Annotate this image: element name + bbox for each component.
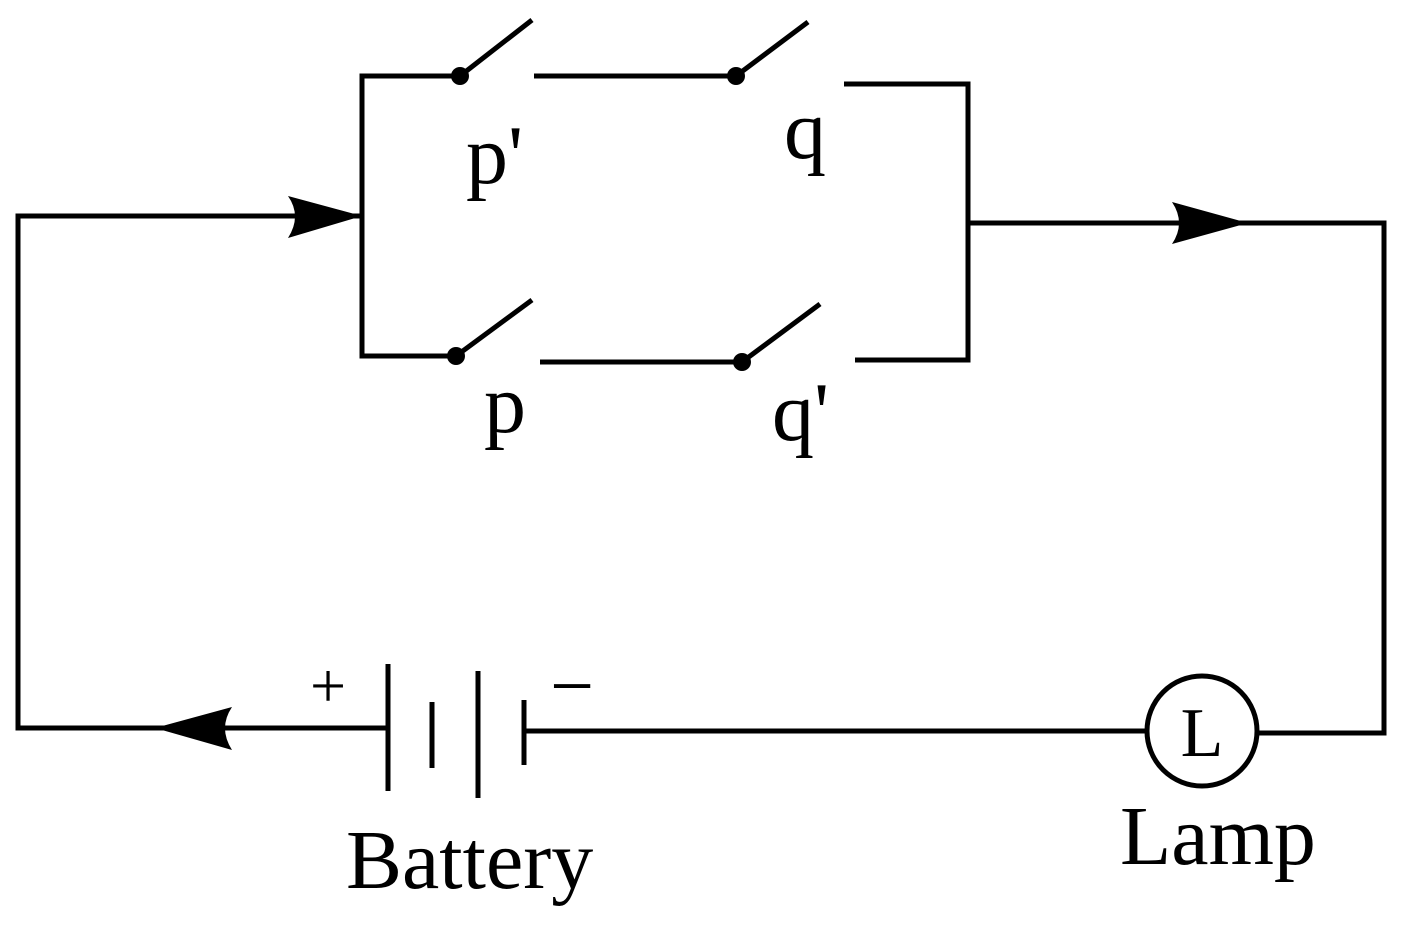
switch-q-prime-blade[interactable] (740, 301, 822, 365)
switch-pivot (451, 67, 469, 85)
label-p-prime: p' (466, 109, 523, 202)
battery-minus-sign: − (550, 642, 594, 729)
battery-label: Battery (346, 814, 593, 907)
lamp-label: Lamp (1120, 790, 1316, 883)
switch-q-blade[interactable] (734, 20, 810, 78)
switch-pivot (733, 353, 751, 371)
label-q: q (784, 84, 826, 177)
current-arrow-icon (155, 707, 232, 750)
label-p: p (484, 358, 526, 451)
battery-plus-sign: + (310, 650, 346, 721)
wire-right (968, 220, 1387, 736)
current-arrow-icon (1172, 202, 1248, 244)
switch-p-prime-blade[interactable] (458, 18, 534, 78)
switch-pivot (447, 347, 465, 365)
current-arrow-icon (288, 196, 362, 238)
wire-branch-right (844, 81, 971, 363)
switch-pivot (727, 67, 745, 85)
label-q-prime: q' (772, 366, 829, 459)
lamp-symbol: L (1181, 695, 1224, 772)
wire-branch-left (359, 73, 460, 359)
lamp-icon (1144, 673, 1260, 789)
switch-p-blade[interactable] (454, 297, 534, 359)
